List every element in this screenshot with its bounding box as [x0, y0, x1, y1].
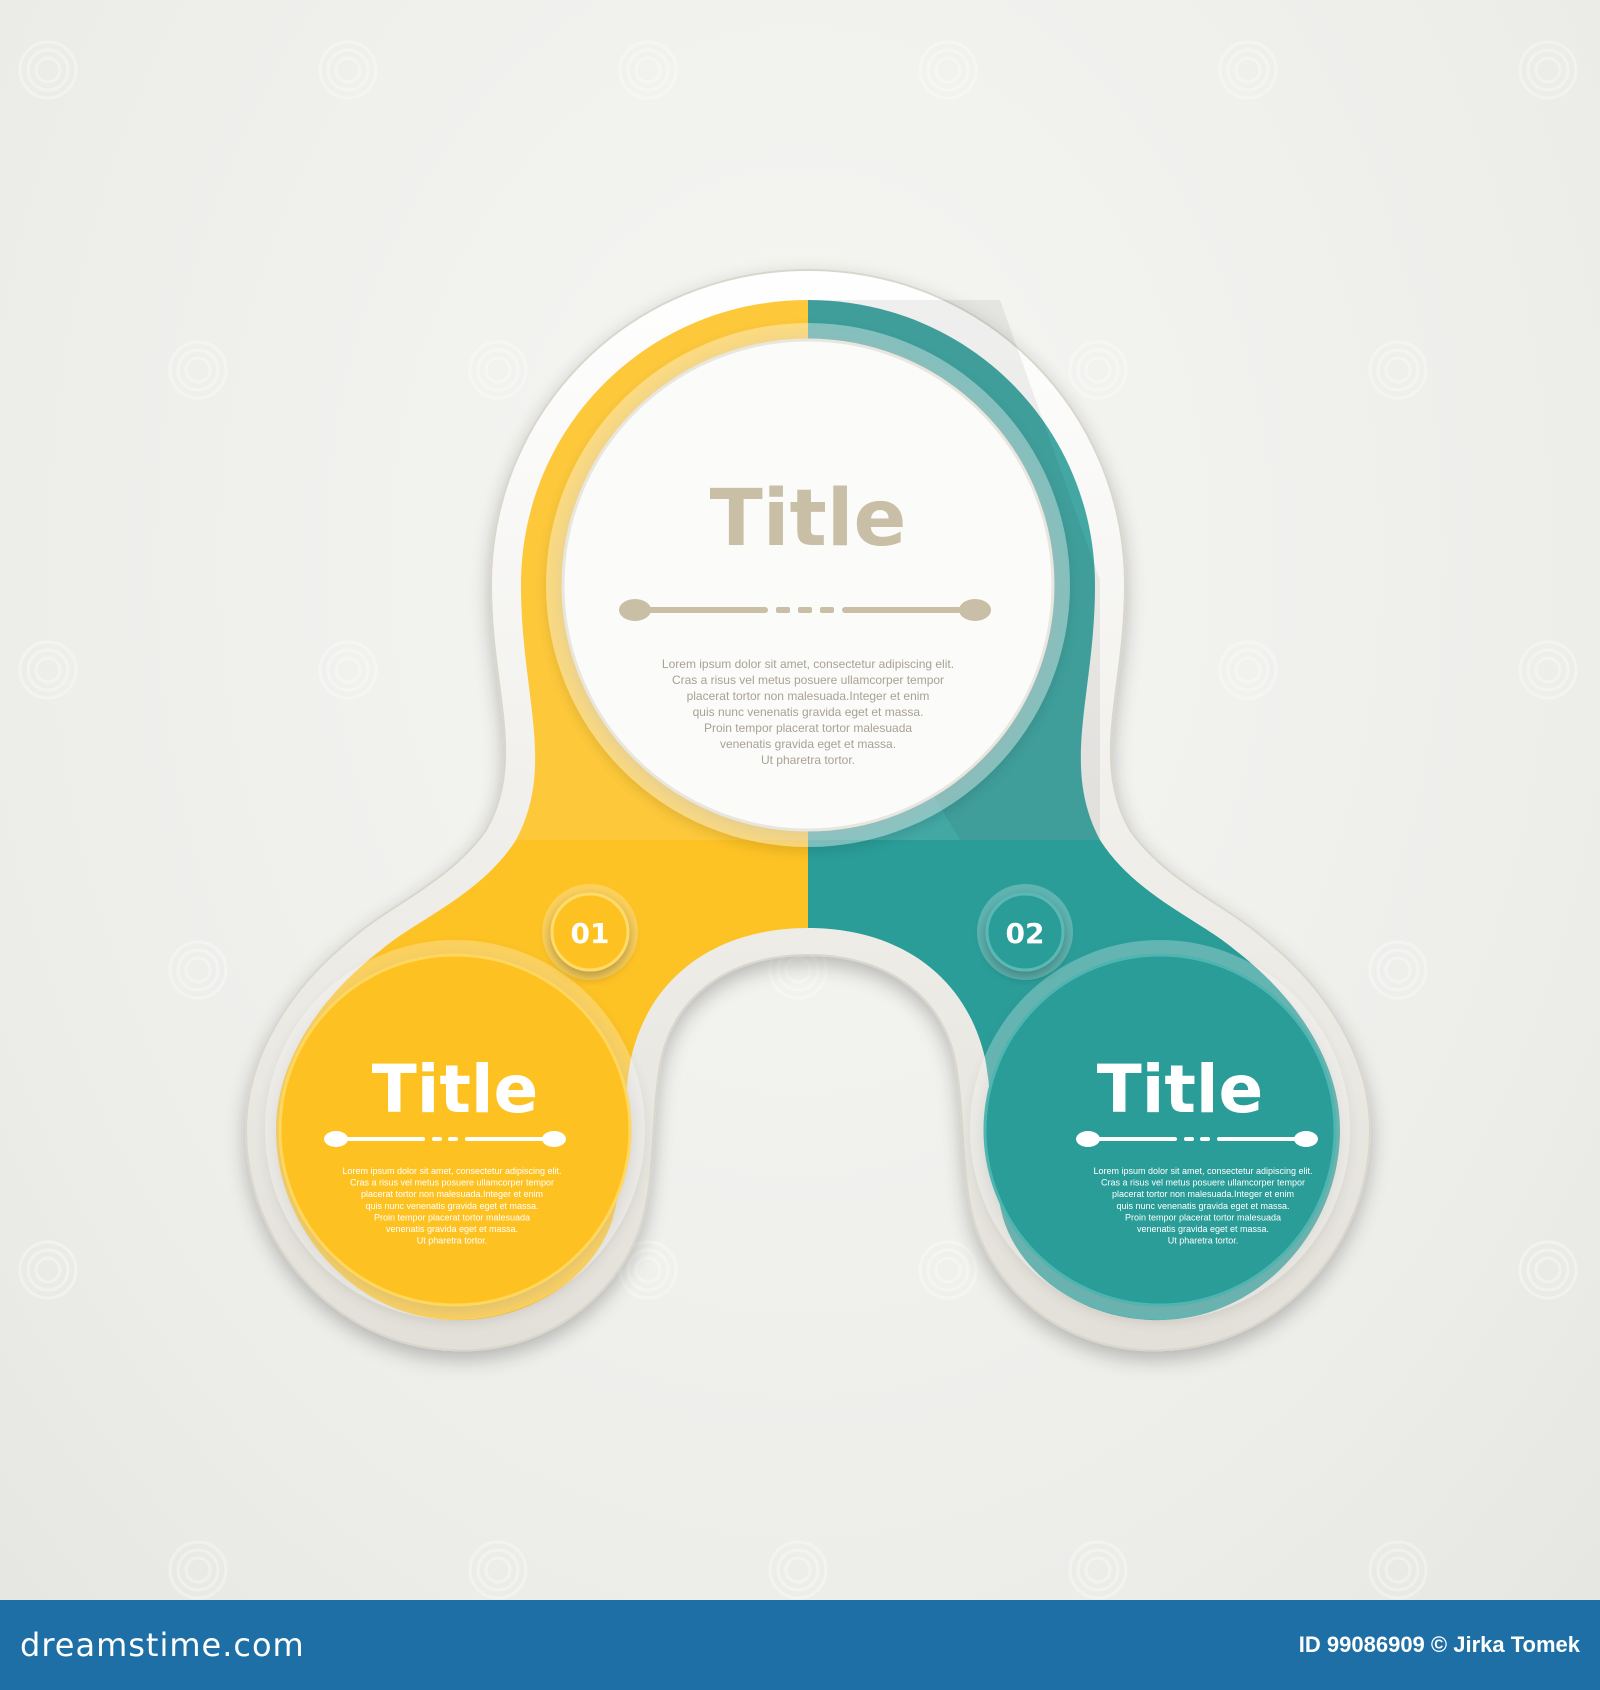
center-body-line: quis nunc venenatis gravida eget et mass… [693, 705, 924, 719]
left-body-line: Proin tempor placerat tortor malesuada [374, 1212, 530, 1222]
watermark-spiral-icon [1518, 640, 1578, 700]
badge-01: 01 [542, 884, 638, 980]
infographic-canvas: 01 02 Title Lorem ipsum dolor sit amet, … [0, 0, 1600, 1600]
right-title: Title [1097, 1051, 1264, 1128]
badge-02: 02 [977, 884, 1073, 980]
watermark-spiral-icon [618, 40, 678, 100]
footer-credit: ID 99086909 © Jirka Tomek [1298, 1632, 1580, 1657]
center-body-text: Lorem ipsum dolor sit amet, consectetur … [662, 657, 954, 767]
center-body-line: Cras a risus vel metus posuere ullamcorp… [672, 673, 944, 687]
watermark-spiral-icon [1368, 340, 1428, 400]
center-body-line: venenatis gravida eget et massa. [720, 737, 896, 751]
center-body-line: Lorem ipsum dolor sit amet, consectetur … [662, 657, 954, 671]
left-circle [265, 940, 645, 1320]
right-body-line: placerat tortor non malesuada.Integer et… [1112, 1189, 1294, 1199]
watermark-spiral-icon [318, 40, 378, 100]
badge-02-label: 02 [1006, 917, 1045, 950]
watermark-spiral-icon [918, 1240, 978, 1300]
left-body-line: quis nunc venenatis gravida eget et mass… [365, 1201, 538, 1211]
right-divider [1076, 1131, 1318, 1147]
watermark-spiral-icon [168, 940, 228, 1000]
watermark-spiral-icon [1218, 40, 1278, 100]
watermark-spiral-icon [18, 40, 78, 100]
right-circle [970, 940, 1350, 1320]
watermark-spiral-icon [1518, 40, 1578, 100]
watermark-spiral-icon [18, 1240, 78, 1300]
watermark-spiral-icon [1368, 1540, 1428, 1600]
watermark-spiral-icon [918, 40, 978, 100]
center-body-line: Proin tempor placerat tortor malesuada [704, 721, 912, 735]
left-divider [324, 1131, 566, 1147]
left-body-text: Lorem ipsum dolor sit amet, consectetur … [342, 1166, 561, 1246]
watermark-spiral-icon [468, 1540, 528, 1600]
center-circle [546, 323, 1070, 847]
watermark-spiral-icon [468, 340, 528, 400]
left-title: Title [372, 1051, 539, 1128]
left-body-line: placerat tortor non malesuada.Integer et… [361, 1189, 543, 1199]
footer-logo[interactable]: dreamstime.com [20, 1626, 305, 1664]
footer-bar: dreamstime.com ID 99086909 © Jirka Tomek [0, 1600, 1600, 1690]
watermark-spiral-icon [768, 1540, 828, 1600]
watermark-spiral-icon [168, 1540, 228, 1600]
right-body-line: Lorem ipsum dolor sit amet, consectetur … [1093, 1166, 1312, 1176]
watermark-spiral-icon [168, 340, 228, 400]
center-divider [619, 599, 991, 621]
center-body-line: Ut pharetra tortor. [761, 753, 855, 767]
left-body-line: Lorem ipsum dolor sit amet, consectetur … [342, 1166, 561, 1176]
watermark-spiral-icon [1068, 1540, 1128, 1600]
watermark-spiral-icon [1518, 1240, 1578, 1300]
right-body-line: Ut pharetra tortor. [1168, 1236, 1239, 1246]
right-body-line: Proin tempor placerat tortor malesuada [1125, 1212, 1281, 1222]
left-body-line: venenatis gravida eget et massa. [386, 1224, 518, 1234]
infographic-diagram: 01 02 Title Lorem ipsum dolor sit amet, … [18, 40, 1578, 1600]
center-title: Title [710, 474, 907, 564]
watermark-spiral-icon [1218, 640, 1278, 700]
center-body-line: placerat tortor non malesuada.Integer et… [687, 689, 930, 703]
right-body-line: venenatis gravida eget et massa. [1137, 1224, 1269, 1234]
right-body-text: Lorem ipsum dolor sit amet, consectetur … [1093, 1166, 1312, 1246]
watermark-spiral-icon [618, 1240, 678, 1300]
watermark-spiral-icon [318, 640, 378, 700]
left-body-line: Ut pharetra tortor. [417, 1236, 488, 1246]
right-body-line: Cras a risus vel metus posuere ullamcorp… [1101, 1178, 1305, 1188]
left-body-line: Cras a risus vel metus posuere ullamcorp… [350, 1178, 554, 1188]
watermark-spiral-icon [1368, 940, 1428, 1000]
watermark-spiral-icon [18, 640, 78, 700]
right-body-line: quis nunc venenatis gravida eget et mass… [1116, 1201, 1289, 1211]
badge-01-label: 01 [571, 917, 610, 950]
watermark-spiral-icon [1068, 340, 1128, 400]
